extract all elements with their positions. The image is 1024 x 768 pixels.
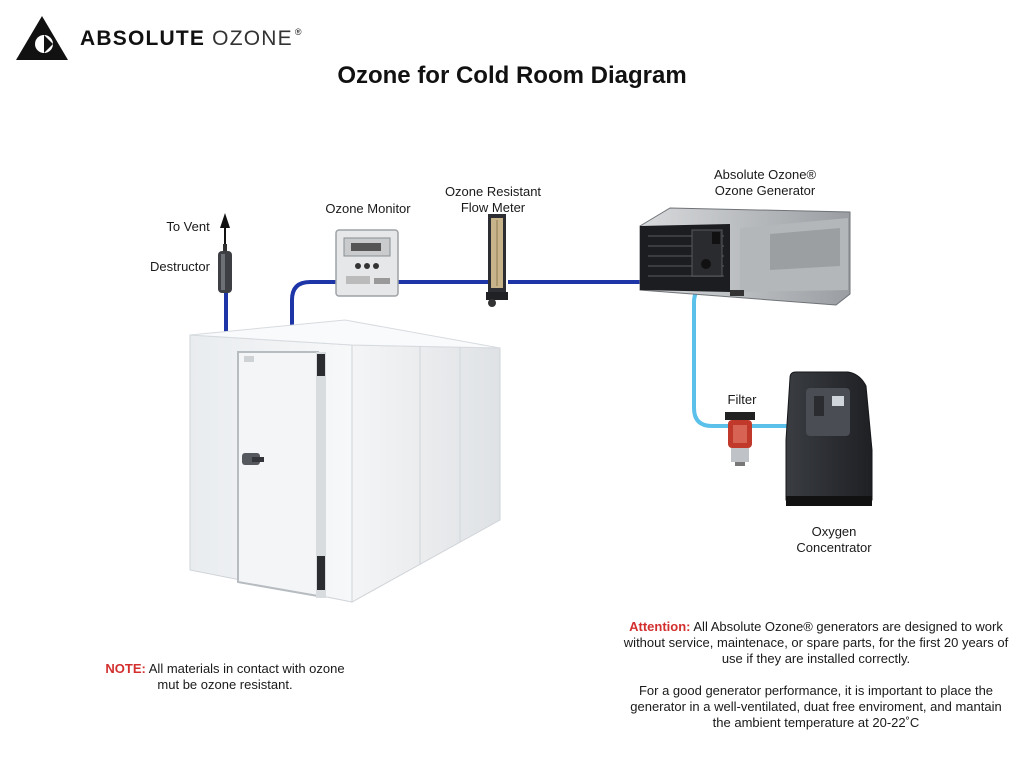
note-text: NOTE: All materials in contact with ozon… <box>100 661 350 693</box>
label-flow-meter: Ozone Resistant Flow Meter <box>430 184 556 216</box>
oxygen-concentrator-device <box>785 371 873 506</box>
destructor-icon <box>218 244 232 293</box>
note-prefix: NOTE: <box>105 661 146 676</box>
attention-body-1: All Absolute Ozone® generators are desig… <box>623 619 1009 666</box>
ozone-monitor-device <box>335 229 399 297</box>
label-oxygen-line2: Concentrator <box>796 540 872 555</box>
label-generator-line1: Absolute Ozone® <box>713 167 817 182</box>
logo-mark-icon <box>16 16 68 60</box>
note-body: All materials in contact with ozone mut … <box>148 661 345 692</box>
label-to-vent: To Vent <box>166 219 210 234</box>
logo-word-ozone: OZONE <box>212 27 293 50</box>
logo-wordmark: ABSOLUTE OZONE® <box>80 27 303 51</box>
ozone-line-room-monitor <box>290 280 336 325</box>
vent-arrow-icon <box>220 213 230 246</box>
attention-paragraph-2: For a good generator performance, it is … <box>620 683 1012 731</box>
attention-text: Attention: All Absolute Ozone® generator… <box>620 619 1012 747</box>
brand-logo: ABSOLUTE OZONE® <box>14 14 301 62</box>
label-destructor: Destructor <box>150 259 210 274</box>
ozone-generator-device <box>639 207 851 306</box>
flow-meter-device <box>486 214 508 307</box>
label-generator-line2: Ozone Generator <box>714 183 816 198</box>
label-generator: Absolute Ozone® Ozone Generator <box>700 167 830 199</box>
label-oxygen-line1: Oxygen <box>811 524 857 539</box>
attention-prefix: Attention: <box>629 619 691 634</box>
attention-body-2: For a good generator performance, it is … <box>630 683 1002 730</box>
attention-paragraph-1: Attention: All Absolute Ozone® generator… <box>620 619 1012 667</box>
page-title: Ozone for Cold Room Diagram <box>337 62 687 89</box>
label-flow-meter-line1: Ozone Resistant <box>444 184 542 199</box>
cold-room <box>189 319 501 603</box>
logo-word-absolute: ABSOLUTE <box>80 27 206 50</box>
label-flow-meter-line2: Flow Meter <box>460 200 526 215</box>
label-oxygen-concentrator: Oxygen Concentrator <box>786 524 882 556</box>
label-ozone-monitor: Ozone Monitor <box>325 201 411 216</box>
filter-device <box>725 412 755 466</box>
label-filter: Filter <box>727 392 757 407</box>
logo-registered: ® <box>294 27 303 37</box>
